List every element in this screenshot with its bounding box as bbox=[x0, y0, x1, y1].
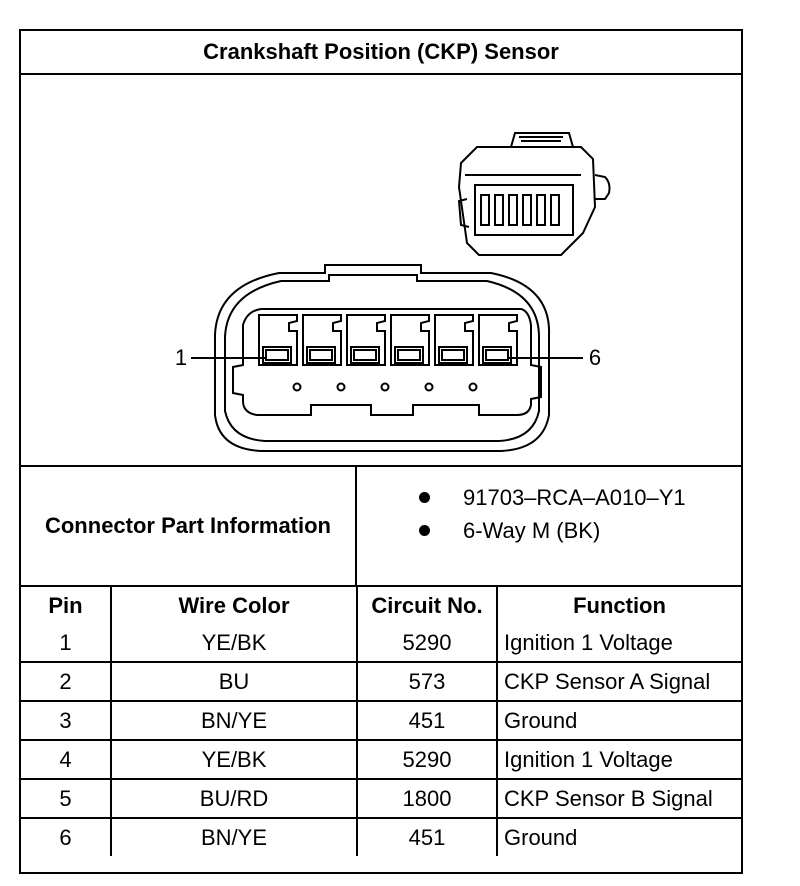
table-row: 4 YE/BK 5290 Ignition 1 Voltage bbox=[21, 739, 741, 780]
table-row: 1 YE/BK 5290 Ignition 1 Voltage bbox=[21, 624, 741, 663]
pin-cell: 4 bbox=[21, 739, 112, 780]
pin-cavity-3 bbox=[346, 314, 390, 392]
pin-cell: 6 bbox=[21, 817, 112, 856]
bullet-icon bbox=[419, 492, 430, 503]
pin-cell: 3 bbox=[21, 700, 112, 741]
connector-drawing: 1 6 bbox=[21, 75, 741, 467]
header-function: Function bbox=[496, 587, 741, 624]
pin-cell: 1 bbox=[21, 624, 112, 663]
circuit-cell: 5290 bbox=[356, 624, 498, 663]
connector-face bbox=[214, 264, 551, 452]
connector-part-information: Connector Part Information 91703–RCA–A01… bbox=[21, 467, 741, 587]
page-title: Crankshaft Position (CKP) Sensor bbox=[21, 31, 741, 75]
pin-cavity-2 bbox=[302, 314, 346, 392]
bullet-icon bbox=[419, 525, 430, 536]
circuit-cell: 1800 bbox=[356, 778, 498, 819]
table-row: 2 BU 573 CKP Sensor A Signal bbox=[21, 661, 741, 702]
pin-callouts: 1 6 bbox=[175, 345, 601, 370]
header-pin: Pin bbox=[21, 587, 112, 624]
wire-color-cell: YE/BK bbox=[110, 739, 358, 780]
part-number: 91703–RCA–A010–Y1 bbox=[463, 485, 686, 510]
wire-color-cell: YE/BK bbox=[110, 624, 358, 663]
table-row: 5 BU/RD 1800 CKP Sensor B Signal bbox=[21, 778, 741, 819]
connector-info-label: Connector Part Information bbox=[21, 467, 357, 585]
table-row: 6 BN/YE 451 Ground bbox=[21, 817, 741, 856]
list-item: 91703–RCA–A010–Y1 bbox=[357, 481, 741, 514]
pin-cavities bbox=[258, 314, 518, 392]
header-circuit-no: Circuit No. bbox=[356, 587, 498, 624]
function-cell: CKP Sensor B Signal bbox=[496, 778, 741, 819]
pin-cavity-6 bbox=[478, 314, 518, 366]
function-cell: Ignition 1 Voltage bbox=[496, 624, 741, 663]
table-row: 3 BN/YE 451 Ground bbox=[21, 700, 741, 741]
connector-sheet: Crankshaft Position (CKP) Sensor bbox=[19, 29, 743, 874]
header-wire-color: Wire Color bbox=[110, 587, 358, 624]
function-cell: Ignition 1 Voltage bbox=[496, 739, 741, 780]
wire-color-cell: BU/RD bbox=[110, 778, 358, 819]
function-cell: Ground bbox=[496, 817, 741, 856]
connector-info-list: 91703–RCA–A010–Y1 6-Way M (BK) bbox=[357, 467, 741, 599]
circuit-cell: 451 bbox=[356, 817, 498, 856]
wire-color-cell: BU bbox=[110, 661, 358, 702]
pin-6-callout: 6 bbox=[589, 345, 601, 370]
connector-diagram: 1 6 bbox=[175, 132, 611, 452]
pin-1-callout: 1 bbox=[175, 345, 187, 370]
function-cell: CKP Sensor A Signal bbox=[496, 661, 741, 702]
circuit-cell: 5290 bbox=[356, 739, 498, 780]
connector-isometric-illustration bbox=[457, 132, 611, 256]
wire-color-cell: BN/YE bbox=[110, 700, 358, 741]
pin-cavity-1 bbox=[258, 314, 302, 392]
list-item: 6-Way M (BK) bbox=[357, 514, 741, 547]
pin-cavity-4 bbox=[390, 314, 434, 392]
table-header-row: Pin Wire Color Circuit No. Function bbox=[21, 587, 741, 624]
circuit-cell: 451 bbox=[356, 700, 498, 741]
function-cell: Ground bbox=[496, 700, 741, 741]
pin-cell: 2 bbox=[21, 661, 112, 702]
pin-cell: 5 bbox=[21, 778, 112, 819]
connector-type: 6-Way M (BK) bbox=[463, 518, 601, 543]
wire-color-cell: BN/YE bbox=[110, 817, 358, 856]
circuit-cell: 573 bbox=[356, 661, 498, 702]
pin-table: Pin Wire Color Circuit No. Function 1 YE… bbox=[21, 587, 741, 856]
pin-cavity-5 bbox=[434, 314, 478, 392]
